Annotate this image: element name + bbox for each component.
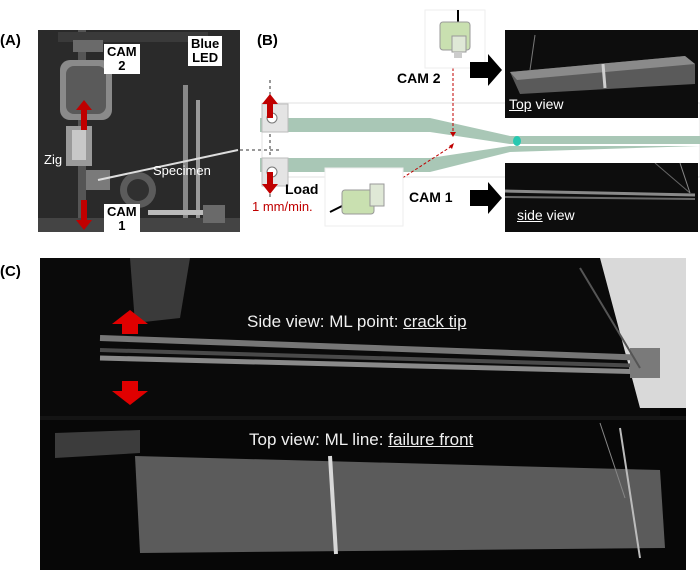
panel-a-photo: CAM 2 Blue LED Zig Specimen CAM 1 <box>38 30 240 232</box>
load-rate-label: 1 mm/min. <box>252 199 313 214</box>
side-view-image: side view <box>505 163 698 232</box>
side-view-photo <box>505 163 696 200</box>
top-view-caption: Top view: ML line: failure front <box>249 430 473 450</box>
load-arrow-up <box>76 100 92 130</box>
cam1-tag-line2: 1 <box>118 218 126 233</box>
top-view-label-word: Top <box>509 96 532 112</box>
cam2-tag: CAM 2 <box>104 44 140 74</box>
side-view-label: side view <box>517 207 575 223</box>
side-view-caption-prefix: Side view: ML point: <box>247 312 404 331</box>
cam1-tag-line1: CAM <box>107 204 137 219</box>
top-view-label: Top view <box>509 96 563 112</box>
top-view-image: Top view <box>505 30 698 118</box>
blue-led-tag-line1: Blue <box>191 36 220 51</box>
cam2-tag-line1: CAM <box>107 44 137 59</box>
arrow-down-c <box>112 381 148 405</box>
side-view-caption-term: crack tip <box>403 312 467 331</box>
blue-led-tag-line2: LED <box>192 50 219 65</box>
side-view-label-word: side <box>517 207 543 223</box>
top-view-label-rest: view <box>531 96 564 112</box>
schematic-diagram <box>240 9 700 227</box>
cam1-tag: CAM 1 <box>104 204 140 232</box>
panel-b-label: (B) <box>257 32 278 49</box>
top-view-photo <box>510 34 695 94</box>
blue-led-tag: Blue LED <box>188 36 223 66</box>
ml-composite-image <box>40 258 686 570</box>
panel-a-label: (A) <box>0 32 21 49</box>
top-view-caption-term: failure front <box>388 430 474 449</box>
cam2-label: CAM 2 <box>397 70 441 86</box>
panel-c-label: (C) <box>0 263 21 280</box>
side-view-label-rest: view <box>542 207 575 223</box>
cam2-tag-line2: 2 <box>118 58 126 73</box>
cam1-label: CAM 1 <box>409 189 453 205</box>
panel-c-photo: Side view: ML point: crack tip Top view:… <box>40 258 686 570</box>
arrow-up-c <box>112 310 148 334</box>
zig-label: Zig <box>44 152 63 167</box>
load-label: Load <box>285 181 319 197</box>
top-view-caption-prefix: Top view: ML line: <box>249 430 389 449</box>
specimen-label: Specimen <box>153 163 211 178</box>
side-view-caption: Side view: ML point: crack tip <box>247 312 467 332</box>
load-arrow-down <box>76 200 92 230</box>
